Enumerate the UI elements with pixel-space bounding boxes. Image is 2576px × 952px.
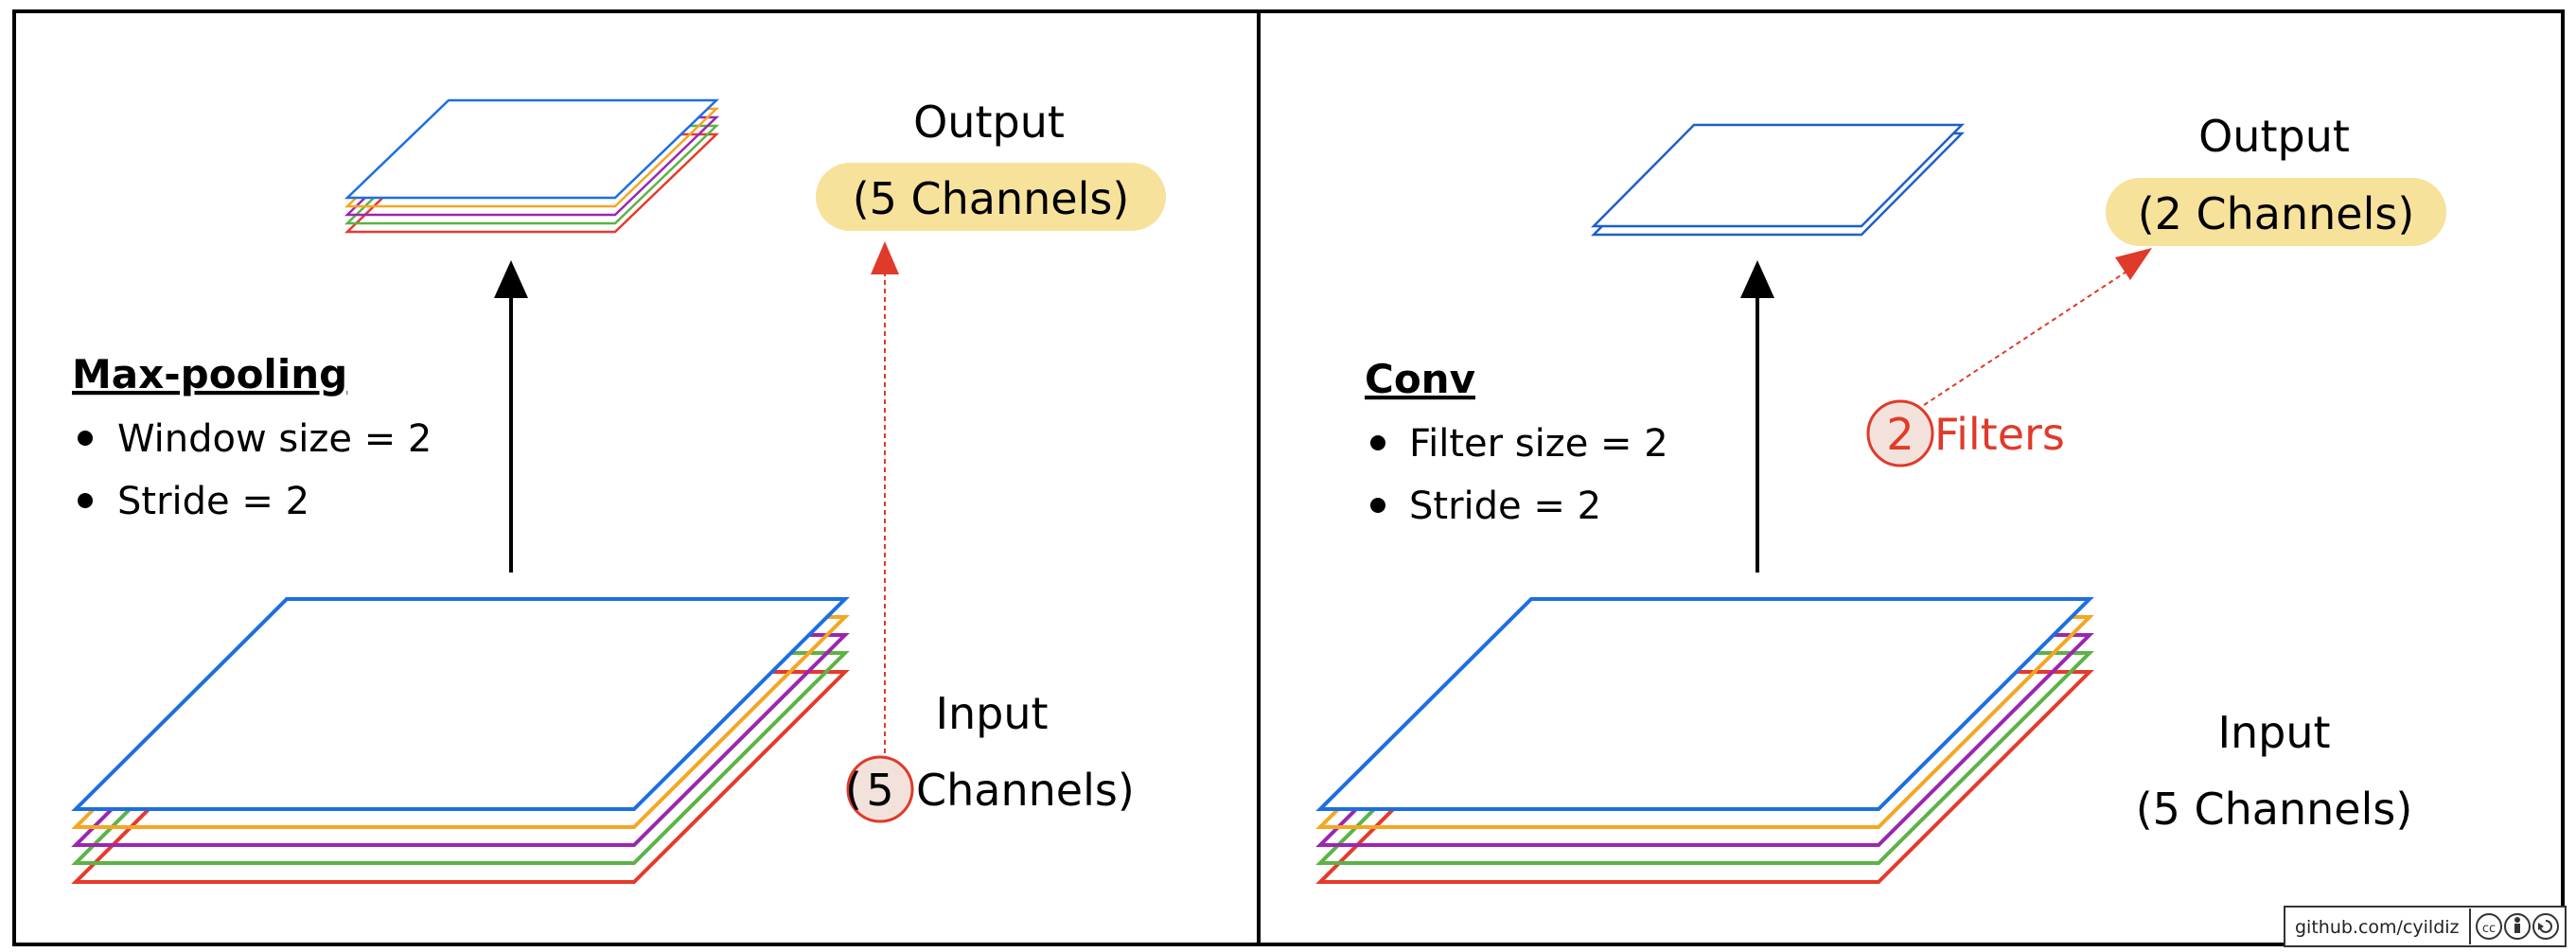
credit-text: github.com/cyildiz [2295, 917, 2460, 938]
svg-text:cc: cc [2482, 922, 2496, 936]
conv-bullet-2: Stride = 2 [1409, 485, 1601, 528]
left-output-stack [344, 98, 720, 234]
bullet-dot [1370, 435, 1385, 450]
right-input-stack [1315, 597, 2094, 884]
left-input-label: Input [935, 688, 1048, 739]
right-panel-frame [1257, 9, 2565, 946]
right-output-highlight [2106, 178, 2446, 246]
right-up-arrowhead [1740, 260, 1774, 298]
left-panel: Output (5 Channels) Max-pooling Window s… [71, 97, 1166, 884]
right-output-channels: (2 Channels) [2138, 188, 2415, 239]
left-up-arrowhead [494, 260, 528, 298]
filters-red-dashed-arrow [1923, 269, 2130, 406]
left-output-highlight [816, 163, 1166, 231]
left-input-stack [71, 597, 850, 884]
filter-count: 2 [1886, 409, 1914, 460]
cc-icon: cc [2476, 913, 2502, 940]
sa-icon [2532, 913, 2559, 940]
bullet-dot [1370, 498, 1385, 513]
left-output-label: Output [913, 97, 1065, 148]
left-red-arrowhead [871, 241, 899, 274]
input-channel-count-circle [846, 755, 914, 823]
conv-bullet-1: Filter size = 2 [1409, 422, 1668, 466]
bullet-dot [78, 431, 93, 446]
left-input-channels-rest: Channels) [916, 765, 1135, 816]
right-output-label: Output [2198, 111, 2350, 162]
output-layer-blue [344, 98, 720, 200]
credit-box: github.com/cyildiz cc [2284, 906, 2567, 947]
right-output-stack [1591, 123, 1965, 237]
maxpool-bullet-1: Window size = 2 [117, 417, 432, 461]
maxpool-title: Max-pooling [72, 351, 347, 397]
input-layer-blue [71, 597, 850, 811]
filters-red-arrowhead [2115, 248, 2152, 280]
right-input-channels: (5 Channels) [2136, 784, 2413, 835]
filter-count-circle [1866, 399, 1934, 467]
conv-title: Conv [1365, 356, 1475, 402]
by-icon [2504, 913, 2531, 940]
bullet-dot [78, 493, 93, 508]
filters-label: Filters [1934, 409, 2065, 460]
right-input-label: Input [2217, 707, 2330, 758]
right-panel: Output (2 Channels) 2 Filters Conv Filte… [1315, 111, 2446, 884]
input-channel-count: 5 [866, 765, 893, 816]
input-open-paren: ( [845, 764, 862, 815]
output-filter-layer-1 [1591, 123, 1965, 228]
maxpool-bullet-2: Stride = 2 [117, 480, 309, 523]
input-layer-blue [1315, 597, 2094, 811]
left-output-channels: (5 Channels) [853, 173, 1130, 224]
